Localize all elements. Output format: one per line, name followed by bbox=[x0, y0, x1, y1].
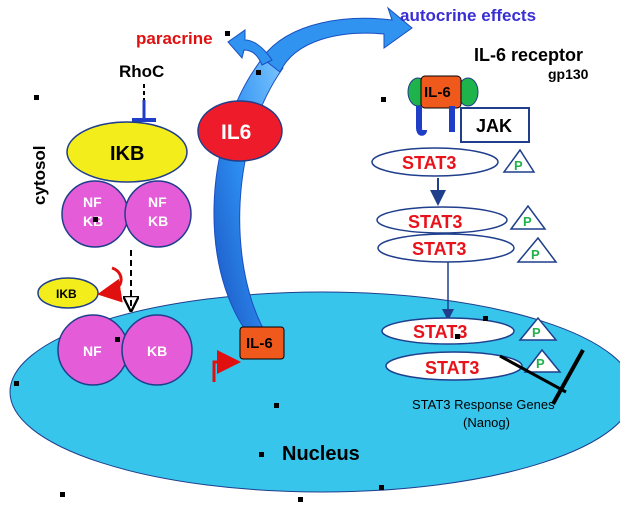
il6-transcription-arrow bbox=[212, 350, 241, 382]
nf-top-label: NF bbox=[83, 194, 102, 210]
p-tag-3 bbox=[516, 236, 558, 263]
stat3-3-label: STAT3 bbox=[412, 239, 466, 259]
kb-subunit-nucleus bbox=[121, 314, 193, 386]
response-genes-activation-line bbox=[499, 354, 567, 394]
il6-ligand bbox=[197, 100, 283, 162]
rhoc-label: RhoC bbox=[119, 62, 164, 81]
receptor-transmembrane-left bbox=[416, 106, 427, 136]
p-tag-2-label: P bbox=[523, 214, 532, 229]
paracrine-label: paracrine bbox=[136, 29, 213, 48]
stat3-4 bbox=[381, 317, 515, 345]
kb-subunit-top bbox=[124, 180, 192, 248]
response-genes-label-2: (Nanog) bbox=[463, 415, 510, 430]
p-tag-2 bbox=[509, 204, 547, 230]
p-tag-3-label: P bbox=[531, 247, 540, 262]
kb-nucleus-label: KB bbox=[147, 343, 167, 359]
jak-label: JAK bbox=[476, 116, 512, 136]
stat3-5-label: STAT3 bbox=[425, 358, 479, 378]
il6-receptor-box bbox=[420, 75, 462, 109]
nf-nucleus-label: NF bbox=[83, 343, 102, 359]
p-tag-5-label: P bbox=[536, 356, 545, 371]
kb-top2-label: KB bbox=[148, 213, 168, 229]
autocrine-label: autocrine effects bbox=[400, 6, 536, 25]
cytosol-label: cytosol bbox=[30, 145, 49, 205]
p-tag-1-label: P bbox=[514, 158, 523, 173]
artifact-dots bbox=[14, 31, 488, 502]
autocrine-arrow bbox=[261, 6, 413, 73]
paracrine-arrow bbox=[227, 29, 273, 66]
il6-ligand-label: IL6 bbox=[221, 121, 251, 144]
il6-receptor-label: IL-6 receptor bbox=[474, 45, 583, 65]
il6-receptor-box-label: IL-6 bbox=[424, 84, 451, 101]
stat3-2-label: STAT3 bbox=[408, 212, 462, 232]
response-genes-activation-bar bbox=[551, 349, 585, 405]
ikb-large bbox=[66, 121, 188, 183]
ikb-small-label: IKB bbox=[56, 287, 77, 301]
ikb-release-arrow bbox=[97, 266, 123, 303]
il6-gene-label: IL-6 bbox=[246, 335, 273, 352]
jak-box bbox=[460, 107, 530, 143]
stat3-2 bbox=[376, 206, 508, 234]
stat3-3 bbox=[377, 233, 515, 263]
il6-gene-box bbox=[239, 326, 285, 360]
stat3-4-label: STAT3 bbox=[413, 322, 467, 342]
stat3-1 bbox=[371, 147, 499, 177]
p-tag-4-label: P bbox=[532, 325, 541, 340]
response-genes-label-1: STAT3 Response Genes bbox=[412, 397, 555, 412]
stat3-1-label: STAT3 bbox=[402, 153, 456, 173]
nf-top2-label: NF bbox=[148, 194, 167, 210]
nucleus-label: Nucleus bbox=[282, 443, 360, 465]
p-tag-4 bbox=[518, 316, 558, 341]
ikb-large-label: IKB bbox=[110, 143, 144, 165]
gp130-label: gp130 bbox=[548, 66, 589, 82]
stat3-5 bbox=[385, 351, 523, 381]
p-tag-5 bbox=[523, 348, 562, 373]
p-tag-1 bbox=[502, 148, 536, 173]
